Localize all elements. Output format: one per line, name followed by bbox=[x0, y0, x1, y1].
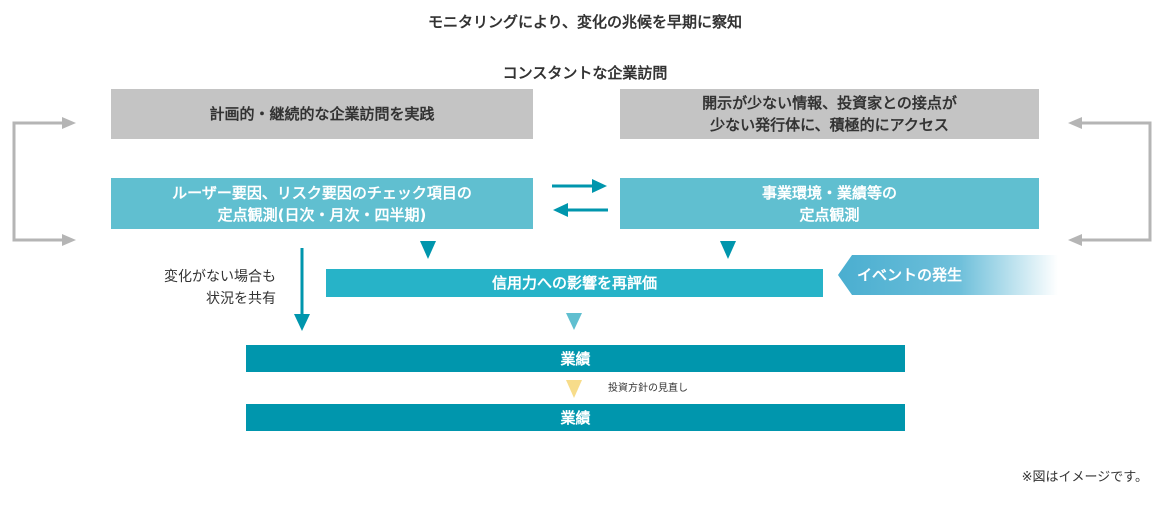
reevaluate-label: 信用力への影響を再評価 bbox=[491, 274, 657, 292]
planned-visits-label: 計画的・継続的な企業訪問を実践 bbox=[209, 105, 435, 123]
proactive-access-line1: 開示が少ない情報、投資家との接点が bbox=[702, 94, 957, 112]
sub-title: コンスタントな企業訪問 bbox=[502, 64, 668, 82]
reevaluate-box: 信用力への影響を再評価 bbox=[326, 269, 823, 297]
exchange-arrow-left-head bbox=[553, 203, 568, 217]
business-observation-line2: 定点観測 bbox=[799, 205, 860, 224]
risk-observation-line2: 定点観測(日次・月次・四半期) bbox=[217, 205, 427, 224]
proactive-access-line2: 少ない発行体に、積極的にアクセス bbox=[710, 116, 949, 134]
right-loop-arrow bbox=[1073, 121, 1152, 242]
left-loop-head-bottom bbox=[62, 234, 76, 246]
main-title: モニタリングにより、変化の兆候を早期に察知 bbox=[427, 13, 743, 31]
performance-bottom-label: 業績 bbox=[560, 408, 591, 427]
down-triangle-center bbox=[566, 313, 582, 330]
no-change-line1: 変化がない場合も bbox=[164, 269, 276, 285]
performance-bar-bottom: 業績 bbox=[246, 404, 905, 431]
right-loop-head-top bbox=[1068, 117, 1082, 129]
business-observation-line1: 事業環境・業績等の bbox=[761, 183, 897, 202]
exchange-arrow-right-head bbox=[592, 179, 607, 193]
business-observation-box: 事業環境・業績等の 定点観測 bbox=[620, 178, 1039, 229]
left-loop-arrow bbox=[12, 121, 72, 242]
down-triangle-right bbox=[720, 241, 736, 259]
down-triangle-left bbox=[420, 241, 436, 259]
performance-top-label: 業績 bbox=[560, 349, 591, 368]
share-arrow-head bbox=[294, 314, 310, 331]
proactive-access-box: 開示が少ない情報、投資家との接点が 少ない発行体に、積極的にアクセス bbox=[620, 89, 1039, 139]
risk-observation-line1: ルーザー要因、リスク要因のチェック項目の bbox=[172, 183, 472, 202]
risk-observation-box: ルーザー要因、リスク要因のチェック項目の 定点観測(日次・月次・四半期) bbox=[111, 178, 533, 229]
footer-note: ※図はイメージです。 bbox=[1021, 470, 1148, 485]
event-label: イベントの発生 bbox=[857, 266, 963, 284]
right-loop-head-bottom bbox=[1068, 234, 1082, 246]
no-change-note: 変化がない場合も 状況を共有 bbox=[100, 266, 276, 310]
performance-bar-top: 業績 bbox=[246, 345, 905, 372]
planned-visits-box: 計画的・継続的な企業訪問を実践 bbox=[111, 89, 533, 139]
no-change-line2: 状況を共有 bbox=[206, 291, 276, 307]
policy-review-triangle bbox=[566, 380, 582, 398]
policy-review-note: 投資方針の見直し bbox=[608, 383, 688, 394]
event-shape bbox=[838, 255, 1058, 295]
left-loop-head-top bbox=[62, 117, 76, 129]
